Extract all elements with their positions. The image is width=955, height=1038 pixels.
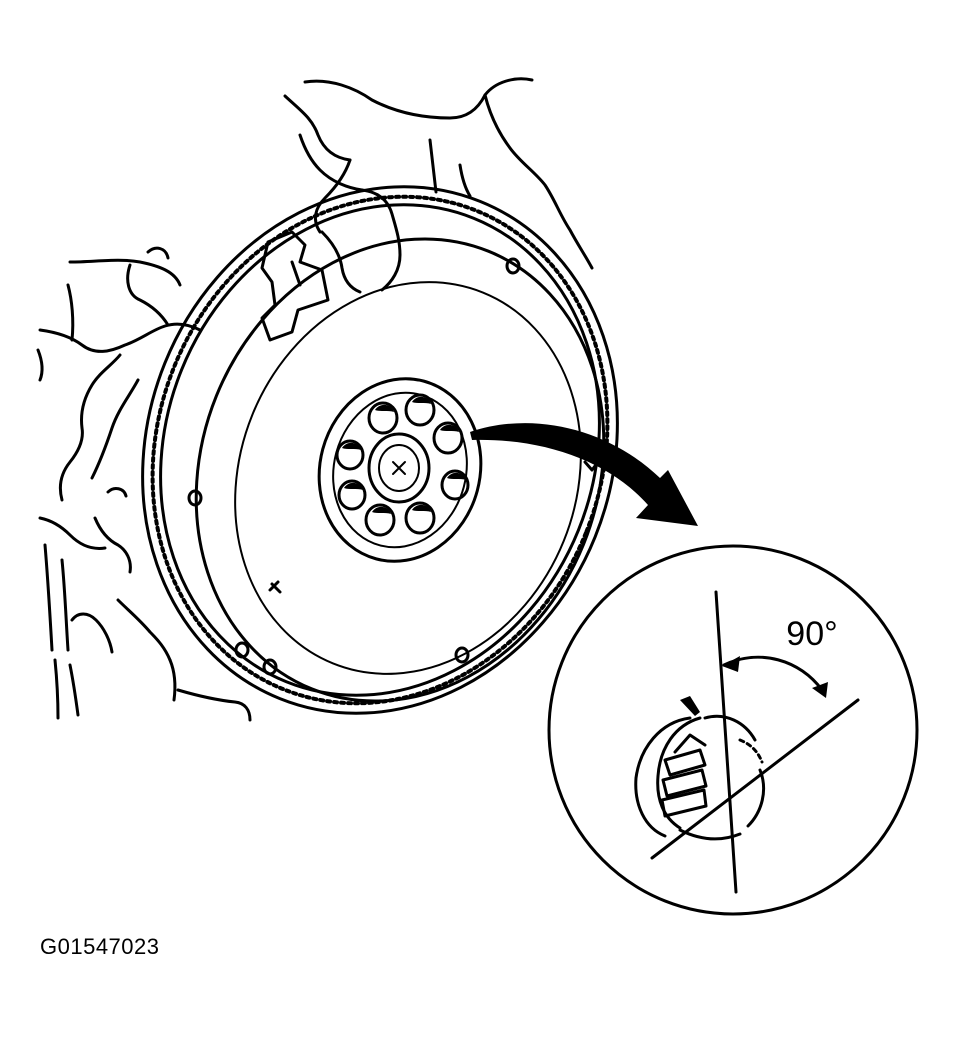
engine-block-outline [36,77,594,722]
hub-bolt [440,469,470,501]
flywheel-disc [187,237,606,703]
flywheel-hole [505,257,521,275]
hub-bolt [364,503,396,537]
hub-bolt [432,421,464,455]
reference-line-vertical [714,590,738,894]
center-mark [392,461,406,475]
flywheel-hub [317,377,483,563]
detail-circle [547,544,919,916]
hub-bolt [367,401,399,435]
detail-pointer-arrow [470,423,698,526]
flywheel-hole [234,641,250,659]
hub-bolt [404,393,436,427]
flywheel-hole [262,658,278,676]
hub-bolt [404,501,436,535]
figure-id-label: G01547023 [40,934,160,959]
flywheel-hole [454,646,470,664]
hub-bolt [337,479,367,511]
angle-label: 90° [786,615,837,653]
hub-bolt [335,439,365,471]
detail-view: 90° [547,544,919,916]
ring-gear [141,185,619,715]
reference-line-angled [650,698,860,860]
bolt-head-detail [634,696,766,841]
flywheel-hole [187,489,203,507]
